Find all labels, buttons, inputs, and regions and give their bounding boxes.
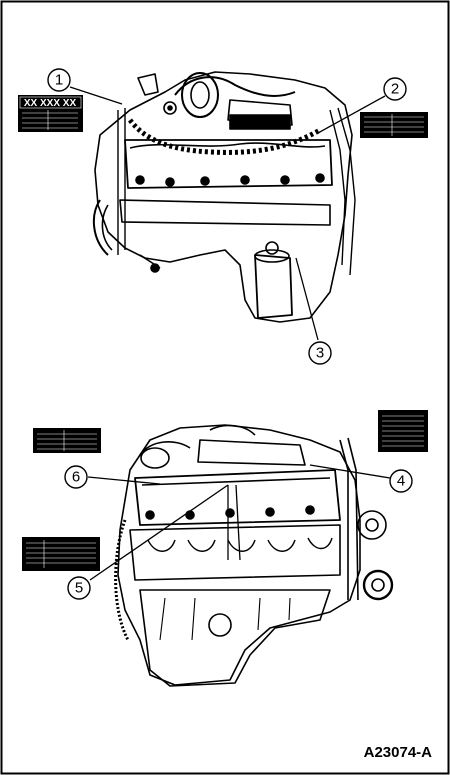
bottom-engine-illustration — [114, 424, 394, 687]
callout-3-number: 3 — [316, 345, 324, 362]
callout-2: 2 — [383, 77, 407, 101]
callout-1: 1 — [47, 68, 71, 92]
callout-1-number: 1 — [55, 72, 63, 89]
callout-4-number: 4 — [397, 473, 405, 490]
label-decal-4 — [378, 410, 428, 452]
label-decal-1: XX XXX XX — [18, 95, 83, 132]
figure-id: A23074-A — [363, 744, 432, 761]
label-decal-5 — [22, 537, 100, 571]
label-decal-6 — [33, 428, 101, 453]
callout-2-number: 2 — [391, 81, 399, 98]
callout-3: 3 — [308, 341, 332, 365]
callout-5: 5 — [67, 576, 91, 600]
leader-lines-bottom — [87, 464, 391, 581]
label-decal-1-text: XX XXX XX — [24, 98, 77, 109]
label-decal-2 — [360, 112, 428, 138]
callout-4: 4 — [389, 469, 413, 493]
leader-lines-top — [69, 86, 386, 341]
top-engine-illustration — [92, 71, 356, 323]
callout-6: 6 — [64, 465, 88, 489]
callout-5-number: 5 — [75, 580, 83, 597]
callout-6-number: 6 — [72, 469, 80, 486]
